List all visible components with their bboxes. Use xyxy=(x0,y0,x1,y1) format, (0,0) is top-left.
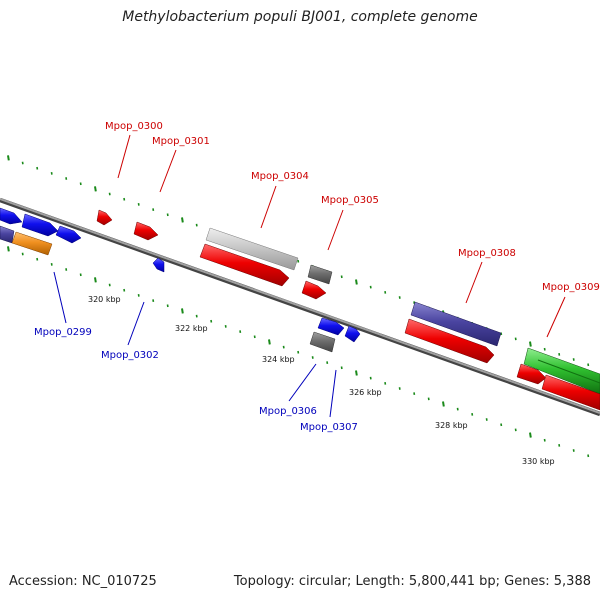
gene-arrow-mpop-0306[interactable] xyxy=(309,331,336,353)
label-mpop-0304[interactable]: Mpop_0304 xyxy=(251,171,309,182)
label-mpop-0301[interactable]: Mpop_0301 xyxy=(152,136,210,147)
scale-labels: 320 kbp 322 kbp 324 kbp 326 kbp 328 kbp … xyxy=(88,295,555,466)
gene-arrow-mpop-0301[interactable] xyxy=(133,221,159,241)
upper-track-tick xyxy=(181,217,184,223)
lower-track-tick xyxy=(355,370,358,376)
gene-arrow-red-long-2[interactable] xyxy=(404,318,495,364)
gene-arrow-red-long-1[interactable] xyxy=(199,243,290,287)
gene-arrow-mpop-0307[interactable] xyxy=(344,325,361,343)
gene-labels: Mpop_0300 Mpop_0301 Mpop_0304 Mpop_0305 … xyxy=(34,121,600,433)
gene-arrow-mpop-0304[interactable] xyxy=(205,227,299,271)
gene-arrow-mpop-0302[interactable] xyxy=(152,257,165,273)
gene-arrow-mpop-0305[interactable] xyxy=(307,264,333,285)
gene-arrow-mpop-0308[interactable] xyxy=(410,301,502,347)
lower-track-tick xyxy=(181,308,184,314)
tick-label-324: 324 kbp xyxy=(262,355,295,364)
lower-track-tick xyxy=(529,432,532,438)
upper-track-tick xyxy=(529,341,532,347)
label-mpop-0309[interactable]: Mpop_0309 xyxy=(542,282,600,293)
lower-track-tick xyxy=(94,277,97,283)
label-mpop-0305[interactable]: Mpop_0305 xyxy=(321,195,379,206)
accession-label: Accession: NC_010725 xyxy=(9,574,157,589)
lower-tick-track xyxy=(7,246,590,458)
label-mpop-0306[interactable]: Mpop_0306 xyxy=(259,406,317,417)
tick-label-330: 330 kbp xyxy=(522,457,555,466)
lower-track-tick xyxy=(442,401,445,407)
gene-arrow-left-blue-3[interactable] xyxy=(55,225,82,244)
tick-label-320: 320 kbp xyxy=(88,295,121,304)
gene-arrow-mpop-0309-overlap xyxy=(537,359,600,384)
gene-arrow-red-small-2[interactable] xyxy=(516,363,547,385)
label-mpop-0307[interactable]: Mpop_0307 xyxy=(300,422,358,433)
gene-arrow-red-right-edge[interactable] xyxy=(541,374,600,411)
label-mpop-0299[interactable]: Mpop_0299 xyxy=(34,327,92,338)
gene-arrow-left-purple[interactable] xyxy=(0,225,15,244)
upper-tick-track xyxy=(7,155,590,367)
label-mpop-0308[interactable]: Mpop_0308 xyxy=(458,248,516,259)
label-mpop-0302[interactable]: Mpop_0302 xyxy=(101,350,159,361)
upper-track-tick xyxy=(355,279,358,285)
gene-arrow-left-blue-2[interactable] xyxy=(21,213,59,237)
lower-track-tick xyxy=(7,246,10,252)
gene-arrow-red-small-1[interactable] xyxy=(301,280,327,300)
tick-label-322: 322 kbp xyxy=(175,324,208,333)
gene-features xyxy=(0,207,600,411)
label-leaders xyxy=(53,134,566,418)
gene-arrow-mpop-0306-blue[interactable] xyxy=(317,317,345,336)
lower-track-tick xyxy=(268,339,271,345)
map-title: Methylobacterium populi BJ001, complete … xyxy=(122,9,478,25)
label-mpop-0300[interactable]: Mpop_0300 xyxy=(105,121,163,132)
tick-label-328: 328 kbp xyxy=(435,421,468,430)
upper-track-tick xyxy=(94,186,97,192)
gene-arrow-left-blue-1[interactable] xyxy=(0,207,23,225)
gene-arrow-mpop-0309[interactable] xyxy=(523,347,600,395)
tick-label-326: 326 kbp xyxy=(349,388,382,397)
genome-backbone xyxy=(0,197,600,417)
upper-track-tick xyxy=(7,155,10,161)
gene-arrow-mpop-0299[interactable] xyxy=(11,231,53,256)
gene-arrow-mpop-0300[interactable] xyxy=(96,209,113,226)
genome-summary: Topology: circular; Length: 5,800,441 bp… xyxy=(233,574,591,589)
